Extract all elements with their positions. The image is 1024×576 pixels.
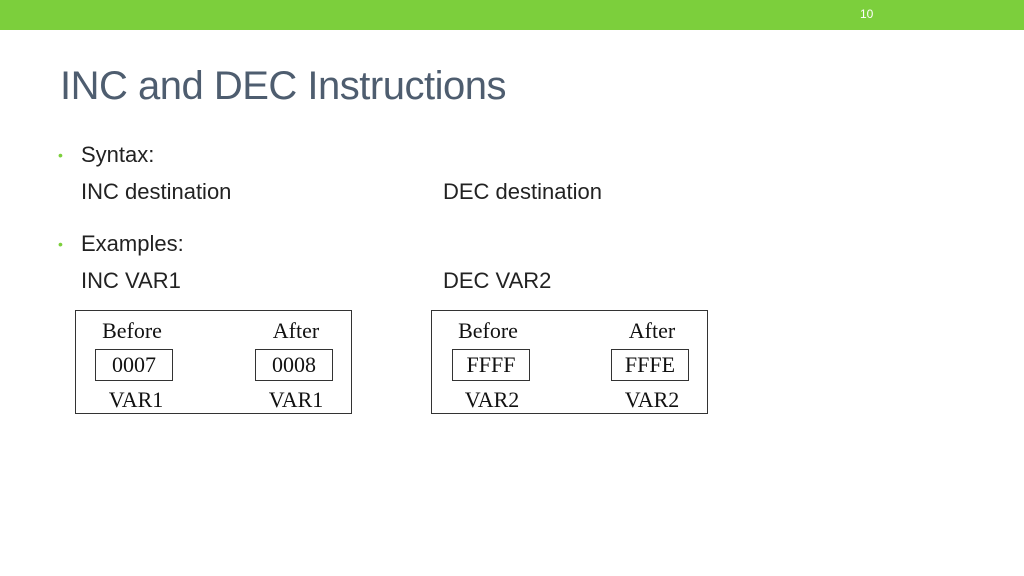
bullet-dot-icon: •: [58, 147, 63, 163]
header-bar: 10: [0, 0, 1024, 30]
dec-after-var: VAR2: [624, 387, 680, 412]
inc-before-var: VAR1: [108, 387, 164, 412]
inc-diagram: Before After 0007 0008 VAR1 VAR1: [75, 310, 352, 414]
inc-after-label: After: [272, 318, 320, 343]
syntax-dec: DEC destination: [443, 179, 602, 204]
dec-before-var: VAR2: [464, 387, 520, 412]
dec-diagram: Before After FFFF FFFE VAR2 VAR2: [431, 310, 708, 414]
bullet-dot-icon: •: [58, 236, 63, 252]
bullet-examples: Examples:: [81, 231, 184, 256]
example-dec: DEC VAR2: [443, 268, 552, 293]
inc-before-label: Before: [102, 318, 162, 343]
inc-after-var: VAR1: [268, 387, 324, 412]
bullet-syntax: Syntax:: [81, 142, 155, 167]
dec-after-value: FFFE: [611, 349, 689, 381]
dec-before-label: Before: [458, 318, 518, 343]
syntax-inc: INC destination: [81, 179, 232, 204]
inc-before-value: 0007: [95, 349, 173, 381]
dec-after-label: After: [628, 318, 676, 343]
example-inc: INC VAR1: [81, 268, 181, 293]
slide-number: 10: [860, 7, 874, 21]
slide-title: INC and DEC Instructions: [60, 64, 506, 108]
dec-before-value: FFFF: [452, 349, 530, 381]
inc-after-value: 0008: [255, 349, 333, 381]
